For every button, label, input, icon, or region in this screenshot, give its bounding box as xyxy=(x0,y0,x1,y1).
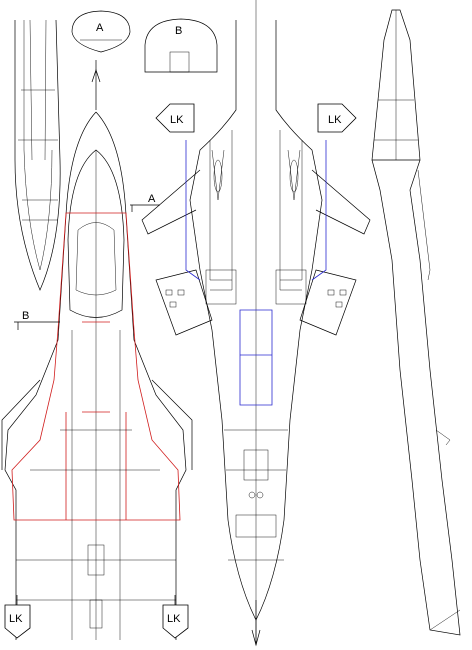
aircraft-top-view: A B xyxy=(1,60,193,640)
cut-a-label: A xyxy=(148,193,156,205)
lk-right-top-label: LK xyxy=(328,114,342,126)
cut-b-label: B xyxy=(22,310,29,322)
aircraft-side-view-right xyxy=(371,9,461,636)
lk-flag-bottom-left: LK xyxy=(4,595,31,639)
lk-flag-top-left: LK xyxy=(155,103,195,133)
lk-right-bottom-label: LK xyxy=(167,613,181,625)
cross-section-b: B xyxy=(144,18,218,73)
fuselage-side-view-left xyxy=(14,19,61,291)
section-a-label: A xyxy=(96,22,104,34)
aircraft-bottom-view xyxy=(141,0,371,647)
cross-section-a: A xyxy=(71,10,131,53)
lk-left-bottom-label: LK xyxy=(9,613,23,625)
lk-flag-bottom-right: LK xyxy=(162,595,189,639)
section-b-label: B xyxy=(175,25,182,37)
lk-flag-top-right: LK xyxy=(317,103,357,133)
lk-left-top-label: LK xyxy=(170,114,184,126)
